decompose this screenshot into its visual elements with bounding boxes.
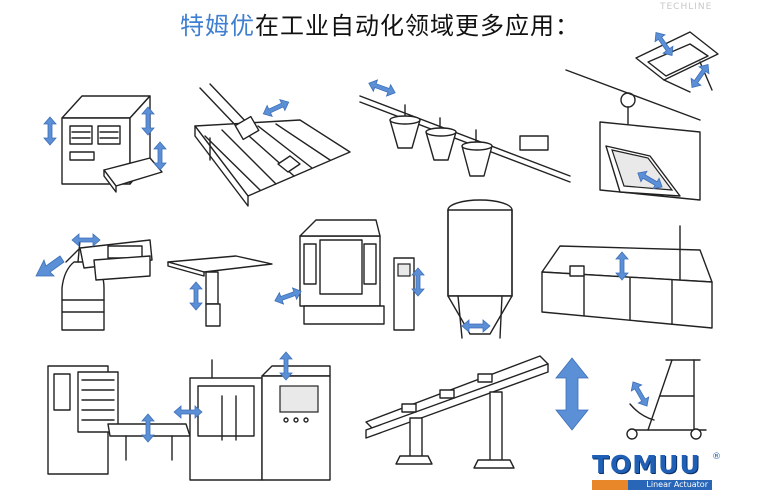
silo-tank-illustration [447,199,513,339]
rotate-arrow-icon [627,378,653,410]
vending-machine-illustration [43,95,167,193]
logo-wordmark: TOMUU [592,450,701,479]
tomuu-logo: TOMUU ® Linear Actuator [592,452,732,492]
rotate-arrow-icon [272,285,304,307]
watermark: TECHLINE [660,2,713,12]
inclined-conveyor-illustration [365,355,589,469]
registered-mark: ® [712,452,721,462]
conveyor-pusher-illustration [194,83,351,207]
cabinet-conveyor-illustration [47,365,191,475]
robot-arm-illustration [35,233,153,331]
horizontal-arrow-icon [71,233,101,247]
page-title: 特姆优在工业自动化领域更多应用： [0,6,760,41]
vertical-arrow-icon [43,116,57,146]
tilting-panel-illustration [565,69,701,201]
vertical-arrow-icon [189,281,203,311]
horizontal-arrow-icon [260,96,292,120]
diagonal-arrow-icon [35,255,65,277]
hopper-line-illustration [359,77,571,183]
vertical-arrow-icon [555,357,589,431]
screen-press-illustration [635,28,719,93]
logo-tagline: Linear Actuator [646,480,708,489]
logo-tagline-bar: Linear Actuator [592,480,712,490]
processing-line-illustration [541,225,713,329]
hand-trolley-illustration [626,359,707,440]
horizontal-arrow-icon [366,77,398,99]
lift-table-illustration [167,255,273,327]
cnc-machine-illustration [272,219,425,331]
logo-accent-stripe [592,480,628,490]
title-text: 在工业自动化领域更多应用： [255,12,580,40]
control-machine-illustration [173,351,331,481]
brand-name: 特姆优 [180,12,255,40]
